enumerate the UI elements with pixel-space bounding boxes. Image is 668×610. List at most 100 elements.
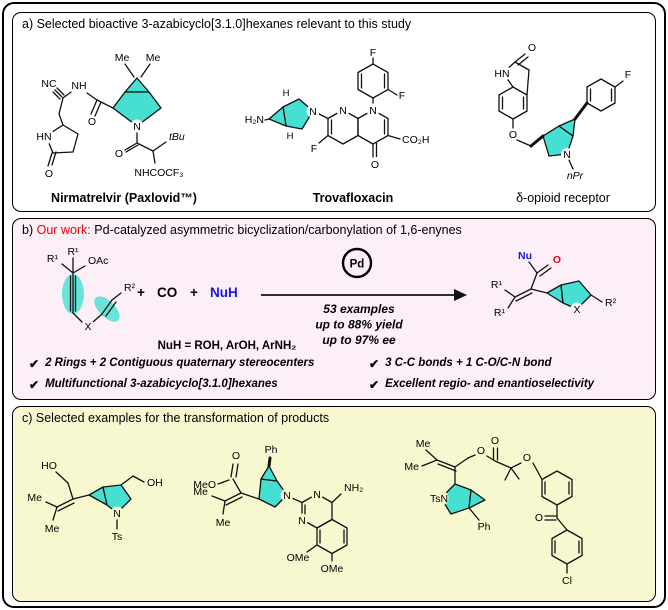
rings — [45, 77, 162, 154]
atom-label: NC — [41, 78, 57, 90]
bullet-text: Multifunctional 3-azabicyclo[3.1.0]hexan… — [45, 378, 278, 390]
atom-label: F — [625, 69, 631, 81]
atom-label: tBu — [169, 131, 185, 143]
atom-label: R¹ — [491, 279, 503, 291]
panel-b-title-ourwork: Our work: — [36, 223, 91, 237]
label-masks — [433, 490, 449, 506]
atom-label: HO — [41, 460, 57, 472]
rings — [258, 465, 348, 555]
atom-label: Me — [193, 486, 208, 498]
h-part: H — [228, 285, 238, 300]
atom-label: Me — [146, 52, 161, 64]
panel-a-title: a) Selected bioactive 3-azabicyclo[3.1.0… — [22, 17, 412, 31]
atom-label: O — [232, 450, 240, 462]
atom-label: N — [339, 105, 347, 117]
label-masks — [495, 65, 573, 160]
panel-b-title-rest: Pd-catalyzed asymmetric bicyclization/ca… — [94, 223, 462, 237]
structure-trovafloxacin: F F N N CO₂H O F N H₂N H H — [245, 47, 430, 171]
plus-sign: + — [190, 285, 198, 300]
atom-label: O — [528, 42, 536, 54]
atom-label: F — [399, 90, 405, 102]
plus-sign: + — [137, 285, 145, 300]
atom-label: Nu — [518, 250, 532, 262]
feature-bullet: ✔3 C-C bonds + 1 C-O/C-N bond — [369, 357, 552, 371]
bonds — [47, 63, 167, 167]
atom-label: Me — [115, 52, 130, 64]
bullet-text: 3 C-C bonds + 1 C-O/C-N bond — [385, 357, 552, 369]
rings — [440, 470, 583, 565]
label-masks — [306, 103, 380, 118]
atom-label: R² — [605, 297, 617, 309]
atom-label: N — [113, 508, 121, 520]
atom-label: Me — [27, 492, 42, 504]
atom-label: MeO — [193, 479, 216, 491]
catalyst-circle — [341, 247, 373, 279]
atom-label: O — [523, 452, 531, 464]
bonds — [504, 261, 603, 309]
atom-labels: HN O O N nPr F — [494, 42, 631, 182]
label-masks — [570, 302, 584, 316]
panel-b-title: b) Our work: Pd-catalyzed asymmetric bic… — [22, 223, 462, 237]
atom-label: NH — [71, 80, 86, 92]
atom-label: O — [115, 148, 123, 160]
atom-label: Ph — [478, 521, 491, 533]
bonds — [211, 456, 345, 562]
panel-b-our-work: b) Our work: Pd-catalyzed asymmetric bic… — [12, 218, 656, 400]
bonds — [61, 257, 122, 323]
atom-label: NH₂ — [344, 482, 363, 494]
label-masks — [38, 119, 144, 144]
bonds — [421, 447, 580, 574]
atom-label: R¹ — [67, 246, 79, 258]
label-masks — [81, 319, 95, 333]
atom-label: F — [370, 47, 376, 59]
rings — [88, 484, 132, 514]
atom-label: Me — [416, 438, 431, 450]
structure-enyne-substrate: R¹ R¹ OAc X R² — [47, 246, 136, 333]
atom-label: O — [88, 116, 96, 128]
atom-label: R¹ — [47, 253, 59, 265]
atom-label: X — [84, 321, 91, 333]
compound-name-delta-opioid: δ-opioid receptor — [516, 191, 610, 205]
atom-label: N — [313, 489, 321, 501]
atom-labels: HO Me Me OH N Ts — [27, 460, 162, 543]
atom-label: O — [491, 435, 499, 447]
rings — [546, 280, 592, 310]
bullet-text: 2 Rings + 2 Contiguous quaternary stereo… — [45, 357, 315, 369]
atom-label: O — [509, 129, 517, 141]
nuh-definition: NuH = ROH, ArOH, ArNH₂ — [157, 340, 297, 352]
atom-label: O — [535, 512, 543, 524]
atom-label: Ph — [265, 444, 278, 456]
atom-label: N — [133, 121, 141, 133]
atom-label: Cl — [562, 575, 572, 587]
atom-label: O — [553, 254, 561, 266]
atom-label: Ts — [112, 531, 123, 543]
atom-label: R¹ — [494, 307, 506, 319]
label-masks — [280, 488, 323, 526]
highlights — [62, 274, 120, 322]
check-icon: ✔ — [29, 357, 40, 371]
yield-note: up to 88% yield — [315, 318, 403, 332]
panel-a-bioactive-examples: a) Selected bioactive 3-azabicyclo[3.1.0… — [12, 12, 656, 212]
atom-label: HN — [36, 131, 51, 143]
rings — [498, 61, 616, 157]
feature-bullet: ✔ 2 Rings + 2 Contiguous quaternary stere… — [29, 357, 314, 371]
bonds — [45, 471, 145, 530]
atom-label: Me — [216, 517, 231, 529]
nuh-reagent: NuH — [210, 285, 238, 300]
atom-label: H — [283, 88, 290, 99]
examples-count: 53 examples — [323, 302, 395, 316]
atom-label: O — [45, 168, 53, 180]
atom-labels: O MeO Me Me Ph N N N NH₂ OMe OMe — [193, 444, 363, 575]
atom-labels: F F N N CO₂H O F N H₂N H H — [245, 47, 430, 171]
atom-label: TsN — [430, 493, 448, 505]
compound-name-nirmatrelvir: Nirmatrelvir (Paxlovid™) — [51, 191, 197, 205]
atom-labels: Me Me O O O O Cl TsN Ph — [404, 435, 572, 587]
atom-label: OMe — [321, 563, 344, 575]
atom-label: F — [311, 143, 317, 155]
atom-label: N — [283, 490, 291, 502]
structure-ester-product: Me Me O O O O Cl TsN Ph — [404, 435, 583, 587]
check-icon: ✔ — [29, 378, 40, 392]
atom-label: N — [563, 149, 571, 161]
atom-label: X — [573, 304, 580, 316]
